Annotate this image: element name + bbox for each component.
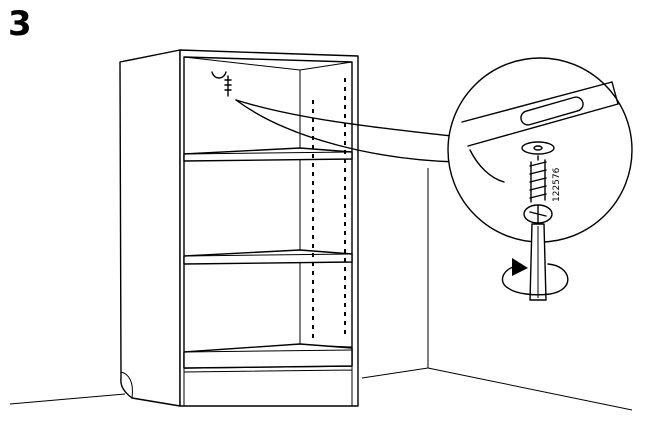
shelf-pin-hole: [312, 334, 314, 338]
shelf-pin-hole: [312, 316, 314, 320]
shelf-pin-hole: [344, 78, 346, 82]
screwdriver-icon: [529, 223, 547, 301]
shelf-pin-hole: [312, 199, 314, 203]
shelf-pin-hole: [312, 280, 314, 284]
shelf-pin-hole: [344, 249, 346, 253]
shelf-pin-hole: [344, 150, 346, 154]
shelf-pin-hole: [312, 235, 314, 239]
shelf-pin-hole: [344, 132, 346, 136]
shelf-pin-hole: [344, 87, 346, 91]
shelf-pin-hole: [312, 217, 314, 221]
shelf-middle: [183, 249, 353, 265]
room-outline: [9, 168, 633, 411]
shelf-pin-hole: [312, 154, 314, 158]
shelf-pin-hole: [312, 289, 314, 293]
shelf-pin-hole: [344, 105, 346, 109]
shelf-pin-hole: [312, 325, 314, 329]
shelf-pin-hole: [344, 195, 346, 199]
shelf-pin-hole: [344, 114, 346, 118]
shelf-pin-hole: [312, 100, 314, 104]
screw: [523, 155, 553, 224]
magnified-screw-detail-icon: [447, 57, 633, 301]
shelf-pin-hole: [312, 298, 314, 302]
shelf-pin-hole: [344, 177, 346, 181]
shelf-pin-hole: [344, 231, 346, 235]
shelf-pin-hole: [344, 330, 346, 334]
shelf-pin-hole: [312, 145, 314, 149]
shelf-pin-hole: [312, 253, 314, 257]
shelf-pin-hole: [312, 244, 314, 248]
shelf-pin-hole: [312, 118, 314, 122]
bookcase: [119, 49, 359, 407]
shelf-pin-hole: [312, 190, 314, 194]
clockwise-rotation-arrow-icon: [501, 258, 569, 296]
shelf-pin-hole: [344, 141, 346, 145]
shelf-pin-hole: [344, 285, 346, 289]
bookcase-side-panel: [119, 49, 181, 407]
shelf-pin-hole: [344, 303, 346, 307]
shelf-pin-hole: [312, 271, 314, 275]
shelf-pin-hole: [312, 226, 314, 230]
shelf-pin-hole: [312, 127, 314, 131]
shelf-pin-hole: [344, 123, 346, 127]
shelf-pin-hole: [344, 321, 346, 325]
shelf-pin-hole: [344, 159, 346, 163]
shelf-pin-hole: [344, 258, 346, 262]
shelf-pin-hole: [344, 276, 346, 280]
wall-fixing-point: [211, 71, 232, 97]
shelf-pin-hole: [312, 172, 314, 176]
shelf-pin-hole: [312, 109, 314, 113]
shelf-pin-hole: [312, 163, 314, 167]
shelf-pin-hole: [344, 294, 346, 298]
shelf-top: [183, 147, 353, 162]
shelf-bottom: [183, 343, 353, 369]
shelf-pin-hole: [344, 312, 346, 316]
shelf-pin-hole: [344, 240, 346, 244]
shelf-pin-hole: [312, 307, 314, 311]
shelf-pin-hole: [312, 208, 314, 212]
shelf-pin-hole: [312, 262, 314, 266]
shelf-pin-hole: [344, 168, 346, 172]
step-number: 3: [8, 4, 32, 44]
shelf-pin-hole: [344, 267, 346, 271]
shelf-pin-hole: [344, 186, 346, 190]
shelf-pin-holes: [312, 78, 346, 338]
shelf-pin-hole: [344, 222, 346, 226]
shelf-pin-hole: [312, 181, 314, 185]
callout-connector: [235, 99, 459, 163]
shelf-pin-hole: [344, 204, 346, 208]
part-code-label: 122576: [552, 167, 562, 202]
shelf-pin-hole: [344, 96, 346, 100]
shelf-pin-hole: [344, 213, 346, 217]
